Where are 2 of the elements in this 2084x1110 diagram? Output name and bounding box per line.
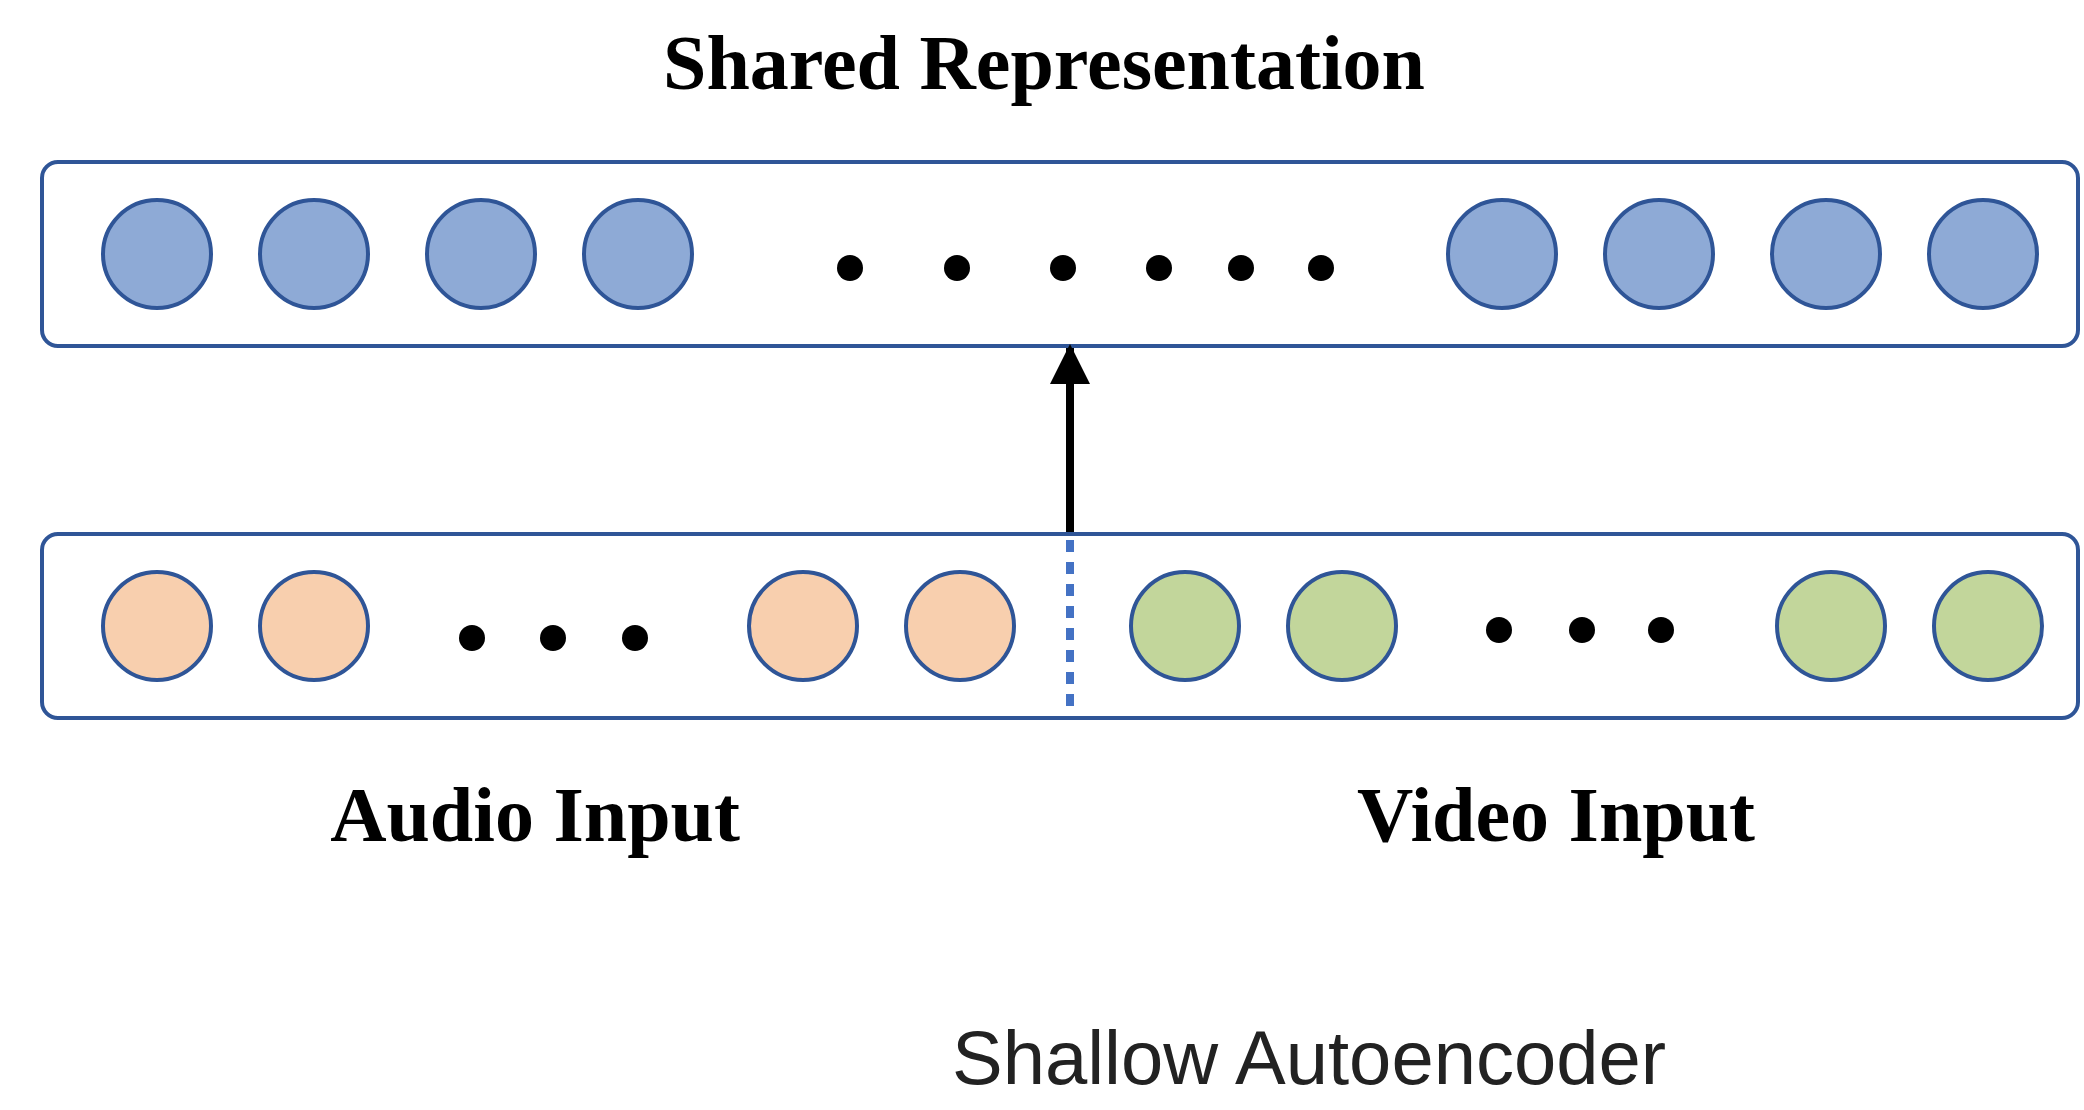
caption: Shallow Autoencoder — [951, 1020, 1667, 1096]
arrow — [1050, 344, 1090, 532]
